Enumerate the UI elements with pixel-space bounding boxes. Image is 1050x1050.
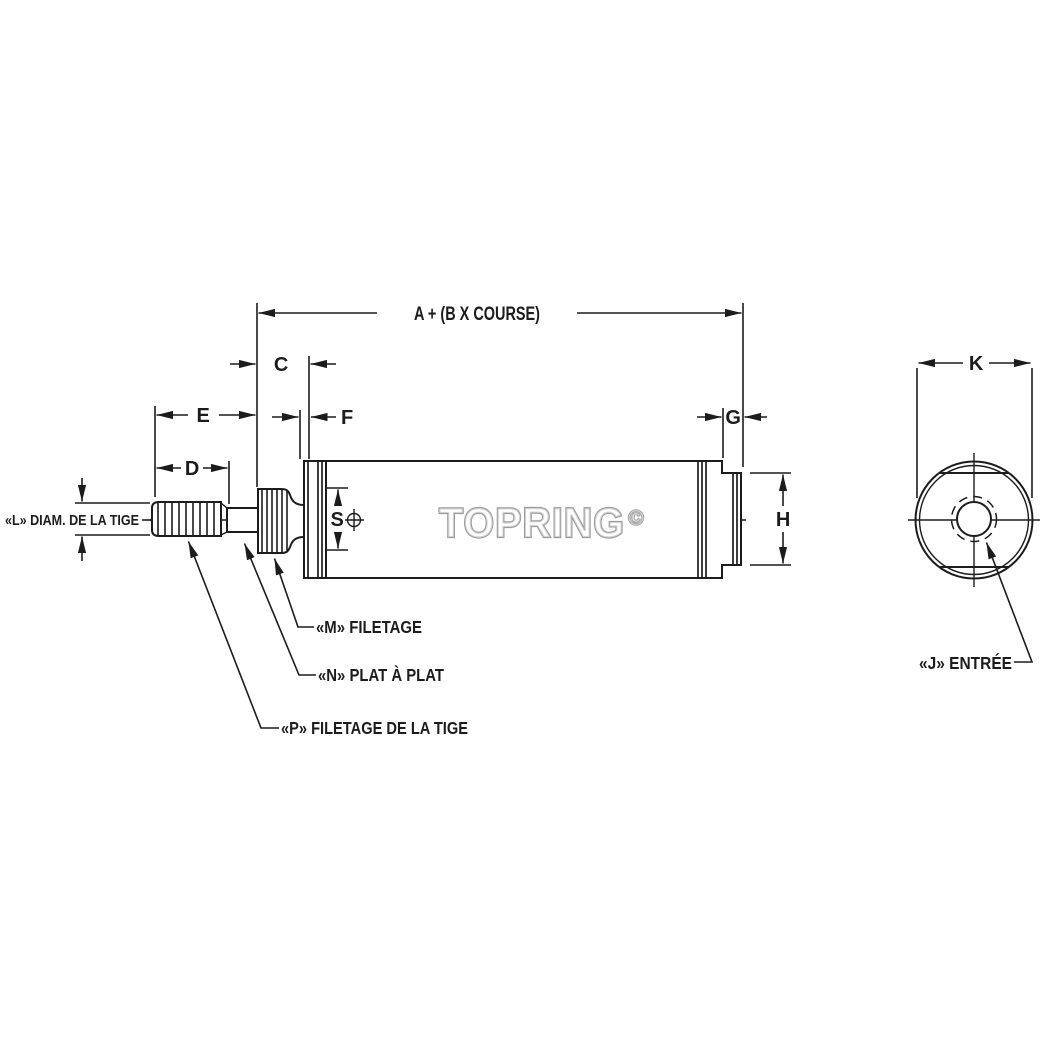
dim-g-label: G	[725, 407, 740, 429]
dim-l-rod-diameter: «L» DIAM. DE LA TIGE	[5, 478, 152, 561]
callout-m-label: «M» FILETAGE	[316, 617, 422, 637]
cylinder-side-view: TOPRING ©	[150, 460, 750, 579]
callout-n-flats: «N» PLAT À PLAT	[243, 543, 444, 685]
dim-g: G	[697, 407, 767, 458]
inlet-port-circle	[956, 501, 992, 537]
end-view-outer-circle	[914, 460, 1034, 580]
leader-callouts: «M» FILETAGE «N» PLAT À PLAT «P» FILETAG…	[187, 541, 468, 738]
cylinder-barrel	[325, 460, 742, 579]
dim-f-label: F	[341, 407, 353, 429]
dim-e: E	[154, 405, 256, 497]
dim-h-label: H	[776, 509, 790, 531]
callout-j-inlet: «J» ENTRÉE	[919, 542, 1034, 673]
cylinder-end-view: K «J» ENTRÉE	[908, 353, 1040, 673]
dim-e-label: E	[196, 405, 209, 427]
dim-c: C	[230, 354, 336, 459]
callout-p-rod-thread: «P» FILETAGE DE LA TIGE	[187, 541, 468, 738]
nose-collar	[257, 488, 305, 554]
watermark-copyright-icon: ©	[628, 507, 644, 530]
dim-f: F	[272, 407, 353, 459]
dim-k-label: K	[969, 353, 984, 375]
dim-a-label: A + (B X COURSE)	[414, 304, 540, 325]
dim-d-label: D	[185, 458, 199, 480]
rod-wrench-flats	[226, 507, 259, 533]
watermark: TOPRING ©	[438, 498, 645, 547]
callout-m-thread: «M» FILETAGE	[273, 558, 422, 637]
dim-k: K	[916, 353, 1033, 498]
dim-d: D	[156, 458, 230, 504]
dimension-annotations: A + (B X COURSE) C E F D	[5, 303, 791, 566]
dim-c-label: C	[274, 354, 288, 376]
dim-a: A + (B X COURSE)	[256, 303, 744, 487]
position-target-symbol	[345, 509, 364, 531]
front-end-cap	[303, 460, 327, 579]
callout-p-label: «P» FILETAGE DE LA TIGE	[281, 718, 468, 738]
dim-h: H	[750, 472, 791, 566]
callout-n-label: «N» PLAT À PLAT	[318, 664, 444, 685]
end-view-inner-circle	[918, 464, 1030, 576]
callout-j-label: «J» ENTRÉE	[919, 652, 1012, 673]
rod-thread-lines	[157, 503, 215, 535]
dim-s-label: S	[330, 509, 343, 531]
piston-rod	[151, 501, 228, 537]
collar-thread-lines	[261, 490, 288, 552]
dim-s: S	[326, 487, 348, 551]
callout-l-label: «L» DIAM. DE LA TIGE	[5, 512, 139, 529]
inlet-port-thread-circle	[950, 495, 998, 543]
watermark-text: TOPRING	[439, 499, 625, 546]
